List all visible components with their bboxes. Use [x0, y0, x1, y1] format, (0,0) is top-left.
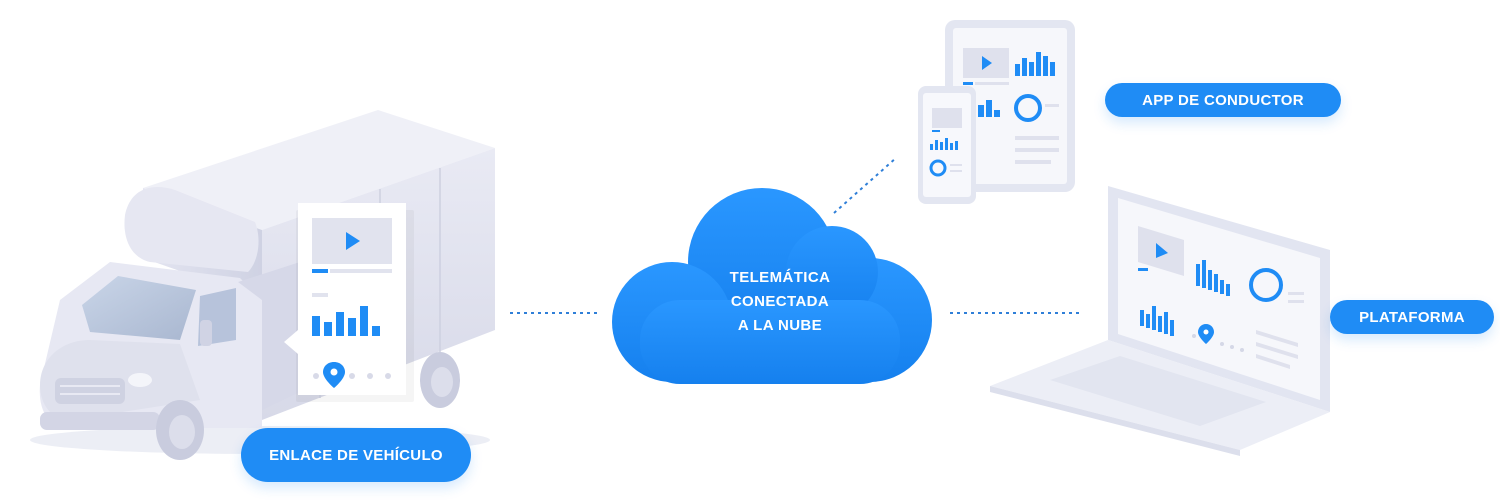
- map-pin-icon: [1198, 324, 1214, 344]
- phone-device: [918, 86, 1000, 204]
- bar-chart-icon: [1196, 260, 1230, 296]
- cloud-label-line2: CONECTADA: [730, 293, 830, 310]
- bar-chart-icon: [312, 306, 380, 336]
- cloud-label-line1: TELEMÁTICA: [729, 269, 831, 286]
- vehicle-data-card: [284, 203, 414, 402]
- donut-icon: [1014, 94, 1042, 122]
- connector-lines: [510, 157, 1080, 314]
- play-icon: [346, 232, 360, 250]
- cloud-label: TELEMÁTICA CONECTADA A LA NUBE: [680, 266, 880, 338]
- vehicle-link-label: ENLACE DE VEHÍCULO: [241, 428, 471, 482]
- bar-chart-icon: [1015, 52, 1055, 76]
- tablet-device: [945, 20, 1075, 192]
- cloud-label-line3: A LA NUBE: [737, 317, 823, 334]
- cloud-shape: [612, 188, 932, 384]
- cloud-app-connector: [833, 157, 897, 214]
- truck-illustration: [30, 110, 495, 460]
- laptop-device: [990, 186, 1330, 456]
- driver-app-label: APP DE CONDUCTOR: [1105, 83, 1341, 117]
- platform-label: PLATAFORMA: [1330, 300, 1494, 334]
- map-pin-icon: [323, 362, 345, 388]
- donut-icon: [1249, 268, 1283, 302]
